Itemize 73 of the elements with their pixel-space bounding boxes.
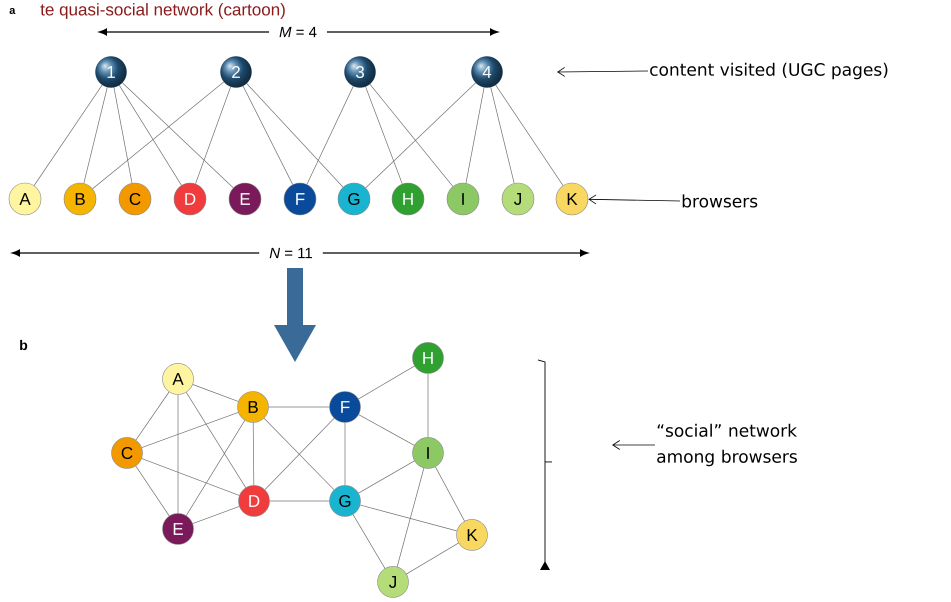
link-line bbox=[344, 422, 346, 486]
link-line bbox=[360, 504, 458, 532]
link-line bbox=[396, 468, 424, 568]
link-line bbox=[114, 87, 132, 184]
browser-node: B bbox=[64, 182, 96, 216]
browser-node: E bbox=[228, 182, 262, 216]
link-line bbox=[495, 84, 564, 186]
browser-node: E bbox=[162, 513, 194, 545]
browser-node: J bbox=[377, 566, 409, 598]
link-line bbox=[34, 84, 103, 186]
link-line bbox=[268, 406, 330, 408]
panel-label: b bbox=[20, 340, 28, 350]
pointer-arrow bbox=[612, 440, 656, 450]
browser-node: C bbox=[111, 437, 143, 469]
browser-node: K bbox=[556, 182, 588, 216]
browser-node: G bbox=[338, 182, 370, 216]
link-line bbox=[186, 420, 246, 516]
content-node: 3 bbox=[344, 56, 376, 88]
link-line bbox=[490, 86, 514, 184]
link-line bbox=[135, 466, 170, 516]
browser-node: J bbox=[502, 182, 534, 216]
link-line bbox=[186, 392, 246, 488]
link-line bbox=[358, 366, 415, 400]
link-line bbox=[92, 82, 224, 190]
annotation-text: “social” network among browsers bbox=[657, 424, 797, 466]
link-line bbox=[118, 84, 182, 186]
link-line bbox=[252, 422, 254, 486]
link-line bbox=[142, 412, 239, 448]
browser-node: D bbox=[238, 485, 270, 517]
link-line bbox=[141, 458, 240, 496]
browser-node: H bbox=[412, 342, 444, 374]
link-line bbox=[242, 86, 294, 185]
link-line bbox=[136, 392, 170, 440]
link-line bbox=[122, 82, 234, 188]
link-line bbox=[435, 466, 465, 522]
pointer-arrow bbox=[588, 194, 680, 204]
browser-node: C bbox=[118, 182, 152, 216]
link-line bbox=[269, 500, 330, 502]
link-line bbox=[195, 86, 231, 184]
browser-node: A bbox=[8, 182, 42, 216]
browser-node: G bbox=[329, 485, 361, 517]
content-node: 4 bbox=[471, 56, 503, 88]
link-line bbox=[358, 414, 415, 446]
link-line bbox=[365, 86, 403, 184]
browser-node: B bbox=[237, 391, 269, 423]
browser-node: H bbox=[392, 182, 424, 216]
content-node: 1 bbox=[95, 56, 127, 88]
link-line bbox=[246, 83, 344, 188]
annotation-text: browsers bbox=[682, 194, 758, 208]
link-line bbox=[192, 384, 239, 402]
link-line bbox=[406, 542, 459, 574]
dimension-label: M = 4 bbox=[269, 24, 327, 40]
annotation-text: content visited (UGC pages) bbox=[650, 62, 888, 80]
browser-node: I bbox=[446, 182, 480, 216]
link-line bbox=[466, 87, 484, 184]
panel-label: a bbox=[10, 8, 16, 14]
link-line bbox=[306, 86, 354, 185]
link-line bbox=[370, 84, 454, 187]
browser-node: I bbox=[412, 437, 444, 469]
link-line bbox=[365, 82, 476, 188]
browser-node: F bbox=[329, 391, 361, 423]
link-line bbox=[192, 506, 240, 524]
pointer-arrow bbox=[557, 67, 648, 77]
link-line bbox=[84, 86, 108, 184]
content-node: 2 bbox=[220, 56, 252, 88]
dimension-label: N = 11 bbox=[259, 244, 323, 262]
link-line bbox=[358, 460, 415, 494]
link-line bbox=[352, 514, 386, 569]
title: te quasi-social network (cartoon) bbox=[40, 3, 285, 19]
browser-node: K bbox=[456, 519, 488, 551]
browser-node: D bbox=[174, 182, 206, 216]
browser-node: F bbox=[284, 182, 316, 216]
browser-node: A bbox=[162, 363, 194, 395]
